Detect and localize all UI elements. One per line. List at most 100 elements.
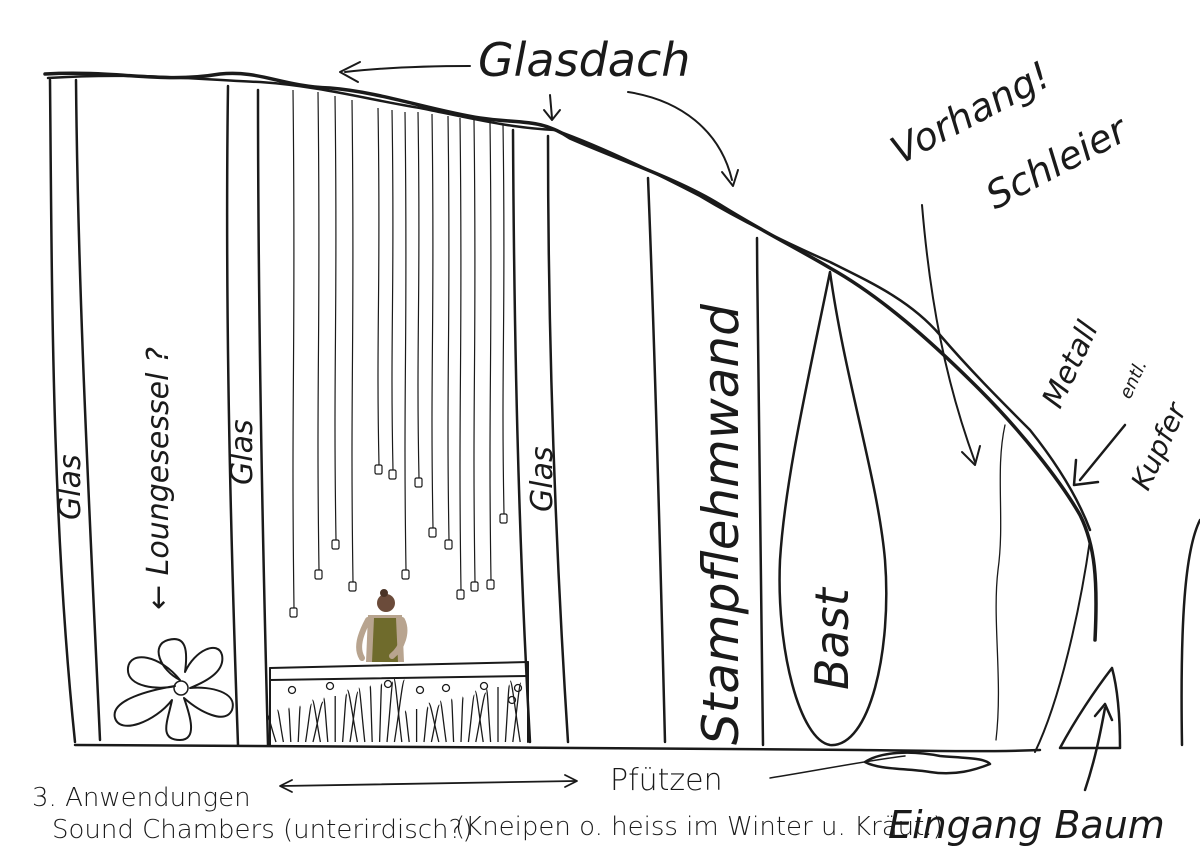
curtain-arrow [921,204,976,463]
plant-leaf [304,703,313,743]
label-entl: entl. [1115,357,1151,402]
puddle-pointer [769,755,906,779]
hanging-string [473,119,476,583]
roof-arrow-mid-head [543,109,561,121]
plant-flower [325,681,335,691]
plant-flower [507,695,517,705]
label-glas-right: Glas [525,446,560,512]
hanging-string [417,111,420,479]
ground-line [73,743,1042,753]
glass-roof [43,71,1098,642]
plant-leaf [276,709,285,743]
sound-chambers-arrow-right-head [564,774,578,788]
hanging-string [391,109,394,471]
hanging-string [459,117,462,591]
hanging-vessel [470,581,479,592]
plant-leaf [439,700,447,743]
hanging-vessel [388,469,397,480]
plant-leaf [460,696,464,743]
hanging-vessel [499,513,508,524]
entrance-arrow [1083,706,1107,792]
person-figure [356,589,408,662]
label-glas-middle: Glas [225,419,260,485]
metal-arrow-head [1072,458,1100,487]
label-sound-chambers: Sound Chambers (unterirdisch?) [52,815,472,845]
plant-leaf [323,697,329,743]
plant-leaf [341,693,348,743]
rammed-earth-wall [646,176,765,747]
hanging-string [404,111,407,571]
plant-leaf [312,701,324,743]
label-pfuetzen-note: (Kneipen o. heiss im Winter u. Kräut.) [455,812,943,842]
glass-panel-right [511,128,570,744]
plant-flower [415,685,425,695]
label-eingang-baum: Eingang Baum [888,803,1165,847]
hanging-string [334,95,337,541]
hanging-vessel [348,581,357,592]
plant-flower [383,679,393,689]
hanging-string [317,91,320,571]
plant-leaf [297,705,301,743]
sound-chambers-arrow-left-head [279,779,293,793]
plant-leaf [509,680,521,743]
glass-panel-middle [225,84,270,747]
plant-leaf [265,711,277,743]
metal-arrow [1078,423,1127,482]
hanging-vessel [486,579,495,590]
plant-leaf [393,677,403,743]
hanging-vessel [401,569,410,580]
plant-leaf [512,682,522,743]
plant-leaf [474,690,484,743]
hanging-string [489,121,492,581]
plant-flower [479,681,489,691]
label-glasdach: Glasdach [478,33,690,87]
curtain-arrow-head [961,445,981,466]
roof-arrow-left [344,65,471,73]
hanging-vessel [428,527,437,538]
sound-chambers-arrow [281,780,576,787]
plant-leaf [378,683,383,743]
plant-leaf [430,704,441,743]
lounge-chair-flower-icon [113,638,234,741]
plant-flower [513,683,523,693]
plant-leaf [428,702,440,743]
hanging-string [502,123,505,515]
bast-drop-shape [778,270,888,747]
plant-leaf [369,685,373,743]
hanging-string [292,89,295,609]
roof-arrow-left-head [339,61,361,83]
entrance-arrow-head [1093,702,1114,722]
curtain-veil [995,424,1006,741]
tree-trunk [1180,518,1200,747]
plant-leaf [404,710,410,743]
plant-leaf [386,681,394,743]
plant-flower [287,685,297,695]
label-schleier: Schleier [979,106,1136,218]
roof-arrow-right [627,91,733,181]
label-loungesessel: ← Loungesessel ? [141,347,176,610]
plant-leaf [393,679,406,743]
hanging-vessel [444,539,453,550]
hanging-strings [289,89,508,618]
plant-leaf [349,691,359,743]
hanging-string [431,113,434,529]
plant-leaf [358,687,366,743]
roof-arrow-right-head [721,169,739,187]
plant-leaf [311,699,322,743]
hanging-vessel [331,539,340,550]
label-stampflehmwand: Stampflehmwand [692,304,750,745]
hanging-string [351,99,354,583]
hanging-vessel [314,569,323,580]
plant-leaf [346,689,359,743]
entrance-tree-shape [1058,666,1122,750]
label-glas-left: Glas [53,454,88,520]
hanging-vessel [289,607,298,618]
puddle [863,751,992,775]
label-metall: Metall [1036,315,1107,413]
hanging-vessel [456,589,465,600]
metal-wall-edge [1034,539,1091,753]
planter-plants [265,677,523,743]
hanging-vessel [374,464,383,475]
hanging-vessel [414,477,423,488]
